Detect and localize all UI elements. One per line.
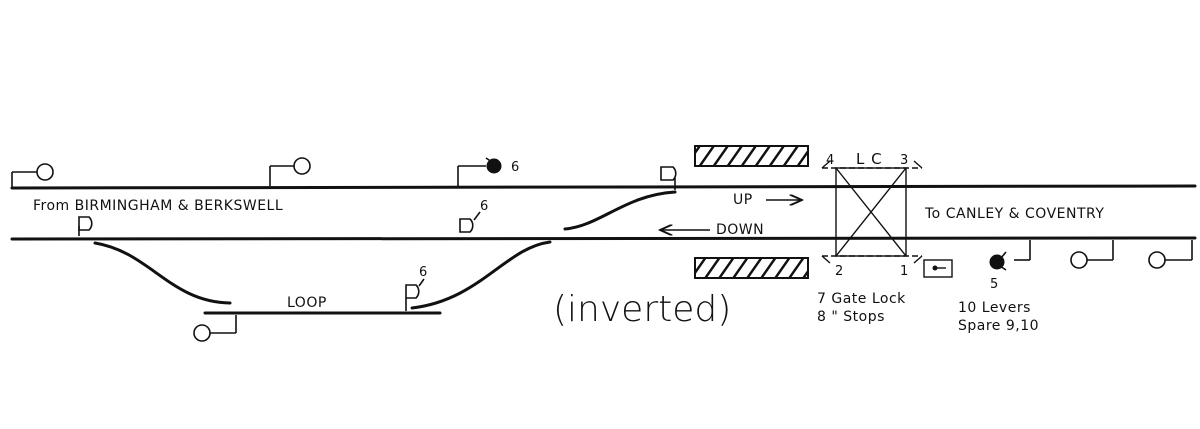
note-stops: 8 " Stops <box>817 309 885 325</box>
up-label: UP <box>733 192 753 208</box>
ground-signal-down-start <box>78 216 93 236</box>
ground-signal-down-crossover <box>459 211 481 233</box>
down-platform <box>694 257 809 279</box>
note-gate-lock: 7 Gate Lock <box>817 291 906 307</box>
down-label: DOWN <box>716 222 764 238</box>
loop-entry-track <box>93 241 232 305</box>
ground-signal-up-crossover <box>660 166 677 190</box>
lc-label: L C <box>856 150 883 168</box>
signal-down-home <box>989 240 1031 271</box>
note-spare: Spare 9,10 <box>958 318 1039 334</box>
signal-up-home <box>269 157 311 186</box>
lc-lever-1: 1 <box>900 264 908 279</box>
ground-lever-loop: 6 <box>419 265 427 280</box>
loop-exit-track <box>410 240 552 310</box>
up-platform <box>694 145 809 167</box>
from-label: From BIRMINGHAM & BERKSWELL <box>33 198 283 214</box>
ground-lever-up: 6 <box>511 160 519 175</box>
loop-label: LOOP <box>287 295 327 311</box>
signal-down-distant <box>1148 240 1193 269</box>
ground-lever-right: 5 <box>990 277 998 292</box>
crossover-track <box>563 190 677 231</box>
lc-lever-3: 3 <box>900 153 908 168</box>
down-main-line <box>10 236 1197 241</box>
to-label: To CANLEY & COVENTRY <box>924 206 1104 222</box>
gate-lock-symbol <box>923 259 953 278</box>
signal-up-distant <box>11 163 54 188</box>
inverted-label: (inverted) <box>553 289 731 330</box>
up-main-line <box>10 184 1197 190</box>
ground-signal-loop <box>405 278 425 311</box>
signal-up-starter <box>457 157 502 186</box>
ground-lever-down: 6 <box>480 199 488 214</box>
lc-lever-4: 4 <box>826 153 834 168</box>
signal-loop <box>193 315 237 342</box>
level-crossing <box>821 160 923 264</box>
lc-lever-2: 2 <box>835 264 843 279</box>
note-levers: 10 Levers <box>958 300 1031 316</box>
signal-down-outer <box>1070 240 1114 269</box>
